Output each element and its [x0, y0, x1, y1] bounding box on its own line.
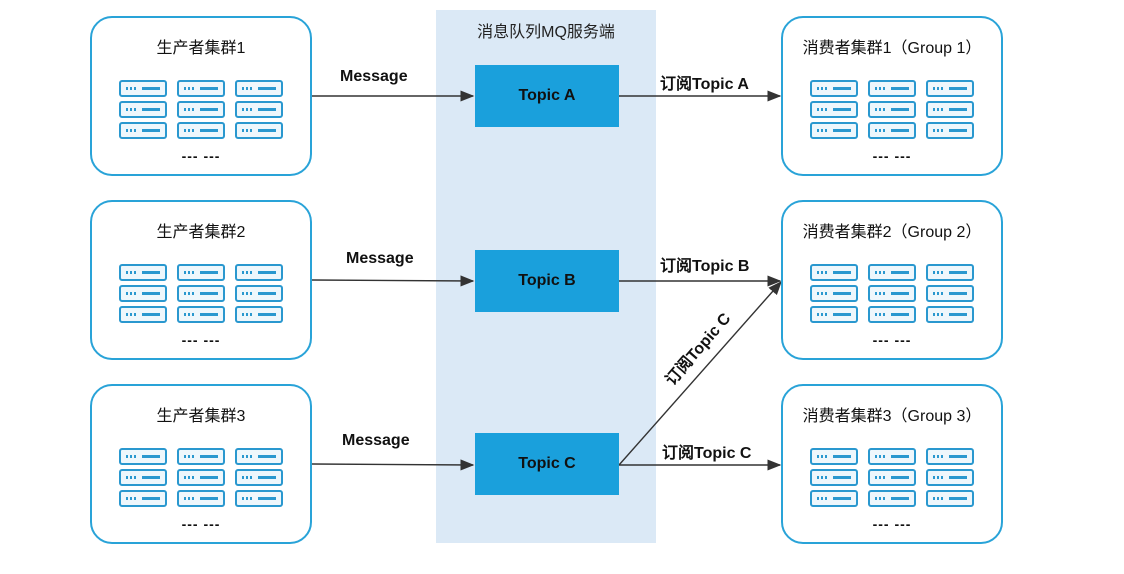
server-rack-icon [119, 264, 167, 323]
server-rack-icon [177, 264, 225, 323]
cluster-ellipsis: --- --- [872, 148, 912, 164]
server-rack-icon [119, 80, 167, 139]
server-rack-icon [926, 264, 974, 323]
producer-cluster-1: 生产者集群1 --- --- [90, 16, 312, 176]
consumer-cluster-3: 消费者集群3（Group 3） --- --- [781, 384, 1003, 544]
message-label-1: Message [340, 68, 408, 85]
cluster-title: 消费者集群1（Group 1） [802, 40, 982, 57]
server-rack-icon [235, 264, 283, 323]
message-label-2: Message [346, 250, 414, 267]
producer-cluster-3: 生产者集群3 --- --- [90, 384, 312, 544]
message-arrow-2 [311, 275, 475, 287]
server-rack-icon [926, 80, 974, 139]
server-rack-icon [119, 448, 167, 507]
subscribe-label-c: 订阅Topic C [662, 445, 752, 462]
server-group [810, 448, 974, 507]
server-rack-icon [810, 264, 858, 323]
server-rack-icon [177, 448, 225, 507]
server-rack-icon [235, 448, 283, 507]
server-group [119, 448, 283, 507]
message-label-3: Message [342, 432, 410, 449]
server-group [119, 264, 283, 323]
cluster-ellipsis: --- --- [872, 516, 912, 532]
cluster-ellipsis: --- --- [181, 332, 221, 348]
server-group [810, 264, 974, 323]
server-rack-icon [177, 80, 225, 139]
server-group [810, 80, 974, 139]
cluster-ellipsis: --- --- [181, 148, 221, 164]
server-rack-icon [926, 448, 974, 507]
subscribe-arrow-c-diagonal [618, 280, 782, 466]
server-rack-icon [868, 264, 916, 323]
cluster-title: 生产者集群1 [156, 40, 246, 57]
consumer-cluster-1: 消费者集群1（Group 1） --- --- [781, 16, 1003, 176]
server-rack-icon [810, 80, 858, 139]
mq-server-title: 消息队列MQ服务端 [477, 24, 615, 41]
consumer-cluster-2: 消费者集群2（Group 2） --- --- [781, 200, 1003, 360]
cluster-title: 生产者集群3 [156, 408, 246, 425]
server-rack-icon [235, 80, 283, 139]
server-rack-icon [868, 448, 916, 507]
message-arrow-3 [311, 459, 475, 471]
cluster-title: 消费者集群3（Group 3） [802, 408, 982, 425]
topic-a-box: Topic A [475, 65, 619, 127]
cluster-title: 生产者集群2 [156, 224, 246, 241]
cluster-ellipsis: --- --- [181, 516, 221, 532]
server-rack-icon [868, 80, 916, 139]
cluster-ellipsis: --- --- [872, 332, 912, 348]
cluster-title: 消费者集群2（Group 2） [802, 224, 982, 241]
subscribe-label-b: 订阅Topic B [660, 258, 750, 275]
server-group [119, 80, 283, 139]
topic-c-box: Topic C [475, 433, 619, 495]
topic-b-box: Topic B [475, 250, 619, 312]
server-rack-icon [810, 448, 858, 507]
subscribe-label-a: 订阅Topic A [660, 76, 749, 93]
producer-cluster-2: 生产者集群2 --- --- [90, 200, 312, 360]
